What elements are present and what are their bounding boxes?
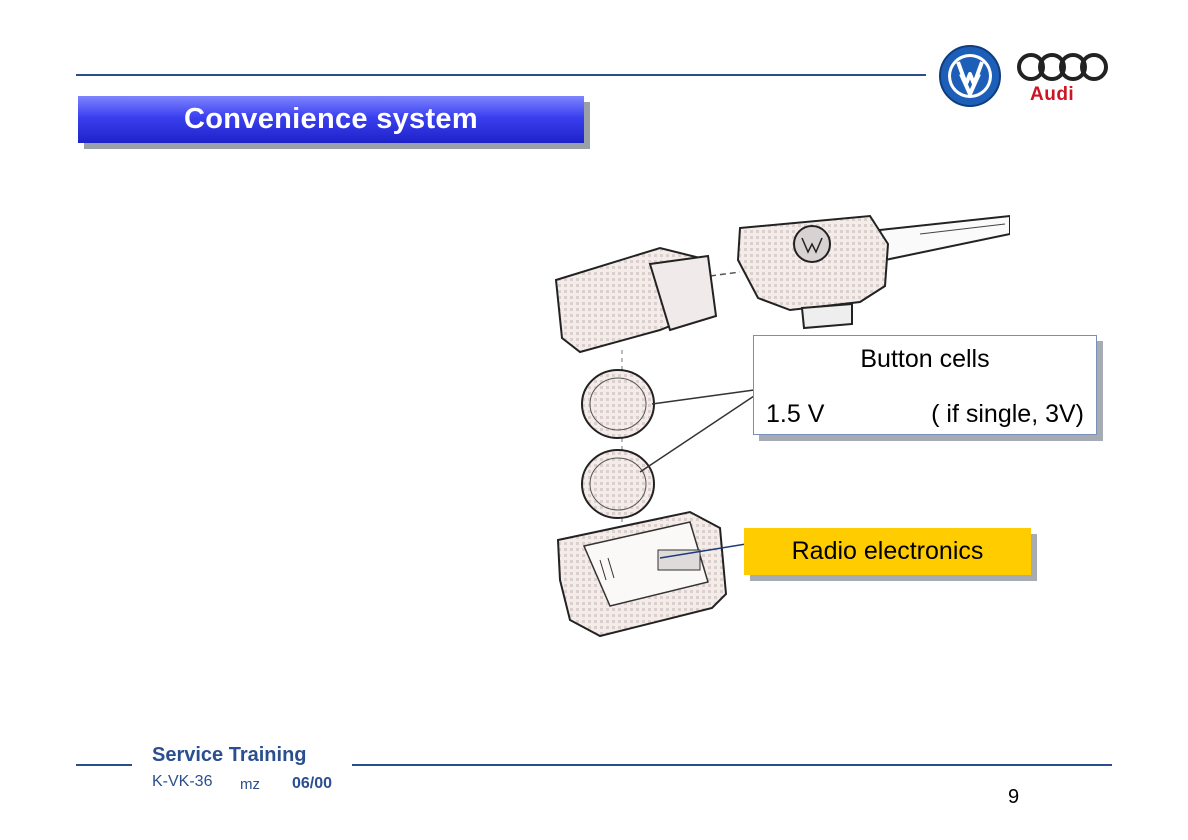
page-number: 9: [1008, 786, 1020, 808]
key-fob-illustration: [554, 214, 1010, 638]
radio-electronics-callout: Radio electronics: [744, 528, 1031, 575]
footer-code: K-VK-36: [152, 773, 213, 790]
button-cells-note: ( if single, 3V): [931, 400, 1084, 428]
footer-title: Service Training: [152, 744, 307, 766]
footer-rule-right: [352, 764, 1112, 766]
button-cells-title: Button cells: [860, 345, 990, 373]
button-cells-voltage: 1.5 V: [766, 400, 825, 428]
slide-title: Convenience system: [78, 96, 584, 143]
audi-logo-text: Audi: [1030, 84, 1075, 105]
footer-author: mz: [240, 776, 260, 793]
footer-date: 06/00: [292, 775, 333, 792]
footer-rule-left: [76, 764, 132, 766]
button-cells-callout: Button cells 1.5 V ( if single, 3V): [753, 335, 1097, 435]
header-rule: [76, 74, 926, 76]
audi-logo: Audi: [1016, 52, 1110, 108]
vw-logo: [939, 45, 1001, 107]
